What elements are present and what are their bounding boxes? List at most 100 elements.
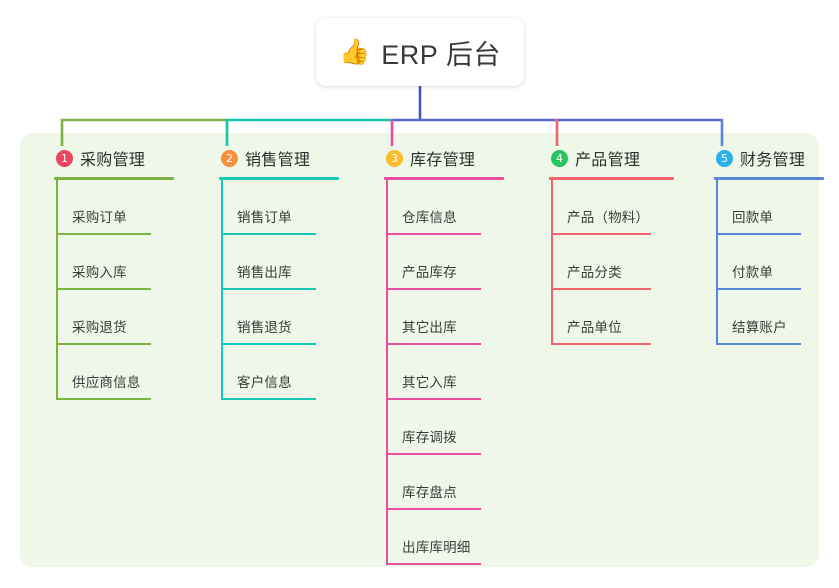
leaf-label: 出库库明细 [402, 540, 471, 555]
root-node-content: 👍 ERP 后台 [339, 33, 501, 72]
leaf-node[interactable]: 采购入库 [38, 235, 188, 290]
leaf-label: 产品单位 [567, 320, 622, 335]
leaf-underline [56, 288, 151, 290]
leaf-underline [386, 233, 481, 235]
leaf-underline [221, 288, 316, 290]
leaf-label: 结算账户 [732, 320, 787, 335]
branch-title: 采购管理 [80, 152, 146, 169]
leaf-underline [56, 233, 151, 235]
leaf-trunk-line [716, 290, 718, 345]
leaf-node[interactable]: 仓库信息 [368, 180, 518, 235]
leaf-label: 供应商信息 [72, 375, 141, 390]
leaf-label: 仓库信息 [402, 210, 457, 225]
leaf-node[interactable]: 库存调拨 [368, 400, 518, 455]
leaf-node[interactable]: 客户信息 [203, 345, 353, 400]
branch-number-badge: 4 [551, 149, 568, 167]
leaf-label: 其它入库 [402, 375, 457, 390]
leaf-node[interactable]: 出库库明细 [368, 510, 518, 565]
leaf-underline [386, 508, 481, 510]
leaf-node[interactable]: 其它出库 [368, 290, 518, 345]
leaf-node[interactable]: 采购退货 [38, 290, 188, 345]
leaf-underline [716, 233, 801, 235]
leaf-trunk-line [56, 290, 58, 345]
leaf-node[interactable]: 回款单 [698, 180, 838, 235]
leaf-trunk-line [56, 180, 58, 235]
leaf-trunk-line [386, 290, 388, 345]
branch-header-rule [714, 177, 824, 180]
leaf-node[interactable]: 销售订单 [203, 180, 353, 235]
branch-header-rule [384, 177, 504, 180]
leaf-label: 产品库存 [402, 265, 457, 280]
leaf-underline [386, 453, 481, 455]
leaf-trunk-line [551, 180, 553, 235]
leaf-node[interactable]: 产品库存 [368, 235, 518, 290]
leaf-label: 回款单 [732, 210, 774, 225]
leaf-label: 采购退货 [72, 320, 127, 335]
branch-header-1[interactable]: 1 采购管理 [38, 145, 188, 171]
leaf-node[interactable]: 库存盘点 [368, 455, 518, 510]
leaf-trunk-line [386, 180, 388, 235]
branch-number-badge: 5 [716, 149, 733, 167]
leaf-node[interactable]: 付款单 [698, 235, 838, 290]
leaf-node[interactable]: 供应商信息 [38, 345, 188, 400]
branch-column-1: 1 采购管理采购订单采购入库采购退货供应商信息 [38, 145, 188, 400]
leaf-trunk-line [386, 510, 388, 565]
branch-header-rule [219, 177, 339, 180]
branch-header-rule [549, 177, 674, 180]
leaf-trunk-line [551, 235, 553, 290]
leaf-label: 付款单 [732, 265, 774, 280]
leaf-trunk-line [716, 180, 718, 235]
leaf-underline [221, 233, 316, 235]
leaf-trunk-line [56, 345, 58, 400]
leaf-node[interactable]: 产品分类 [533, 235, 688, 290]
leaf-trunk-line [221, 180, 223, 235]
leaf-node[interactable]: 采购订单 [38, 180, 188, 235]
branch-title: 财务管理 [740, 152, 806, 169]
leaf-label: 库存盘点 [402, 485, 457, 500]
root-node-label: ERP 后台 [381, 39, 501, 70]
leaf-label: 销售订单 [237, 210, 292, 225]
leaf-node[interactable]: 产品（物料） [533, 180, 688, 235]
leaf-trunk-line [716, 235, 718, 290]
thumbs-up-icon: 👍 [339, 37, 371, 66]
leaf-trunk-line [386, 400, 388, 455]
branch-column-4: 4 产品管理产品（物料） 产品分类产品单位 [533, 145, 688, 345]
leaf-node[interactable]: 产品单位 [533, 290, 688, 345]
leaf-label: 产品分类 [567, 265, 622, 280]
leaf-underline [56, 343, 151, 345]
branch-title: 产品管理 [575, 152, 641, 169]
leaf-underline [386, 398, 481, 400]
leaf-node[interactable]: 结算账户 [698, 290, 838, 345]
leaf-trunk-line [386, 235, 388, 290]
leaf-label: 采购订单 [72, 210, 127, 225]
leaf-trunk-line [221, 235, 223, 290]
leaf-underline [551, 343, 651, 345]
leaf-label: 销售出库 [237, 265, 292, 280]
leaf-node[interactable]: 销售退货 [203, 290, 353, 345]
branch-column-5: 5 财务管理回款单付款单结算账户 [698, 145, 838, 345]
leaf-underline [56, 398, 151, 400]
branch-number-badge: 1 [56, 149, 73, 167]
leaf-label: 客户信息 [237, 375, 292, 390]
leaf-trunk-line [221, 345, 223, 400]
leaf-trunk-line [221, 290, 223, 345]
leaf-label: 销售退货 [237, 320, 292, 335]
leaf-node[interactable]: 销售出库 [203, 235, 353, 290]
branch-header-4[interactable]: 4 产品管理 [533, 145, 688, 171]
leaf-underline [221, 343, 316, 345]
leaf-label: 采购入库 [72, 265, 127, 280]
leaf-underline [551, 288, 651, 290]
leaf-underline [221, 398, 316, 400]
leaf-trunk-line [56, 235, 58, 290]
diagram-background-panel [20, 133, 819, 567]
leaf-underline [386, 563, 481, 565]
leaf-node[interactable]: 其它入库 [368, 345, 518, 400]
leaf-underline [386, 288, 481, 290]
root-node[interactable]: 👍 ERP 后台 [316, 18, 524, 86]
branch-header-5[interactable]: 5 财务管理 [698, 145, 838, 171]
branch-number-badge: 3 [386, 149, 403, 167]
